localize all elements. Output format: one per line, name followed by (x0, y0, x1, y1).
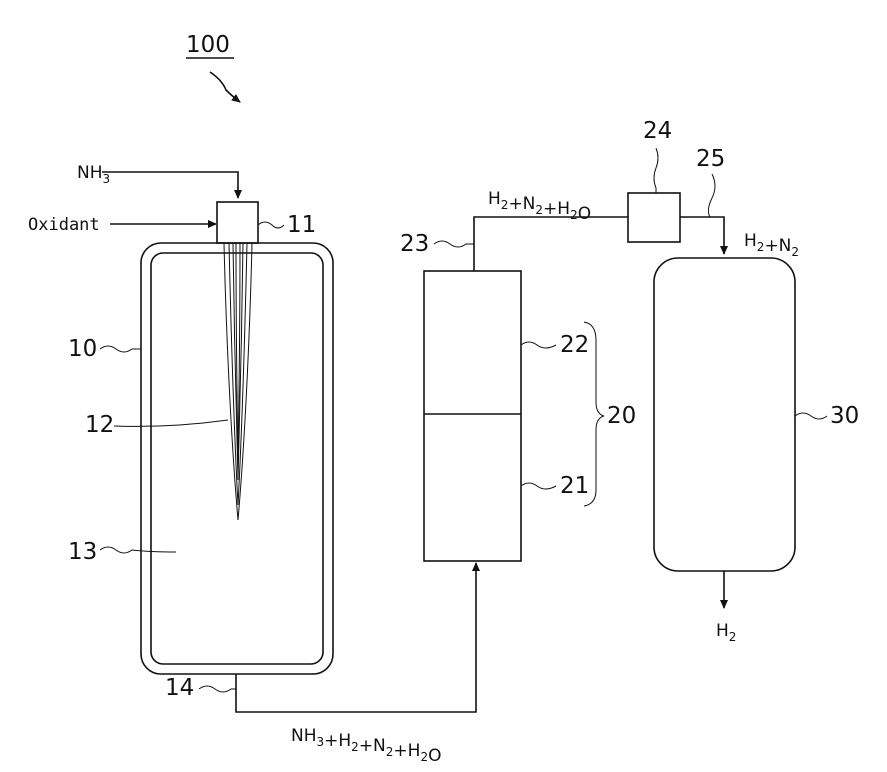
separator-upper-label: 22 (560, 332, 589, 358)
formula-part: +H (543, 199, 570, 219)
formula-part: +N (764, 236, 791, 256)
flame-leader (114, 420, 228, 426)
outlet-label: 14 (165, 675, 194, 701)
separator-upper-leader (521, 342, 556, 348)
chamber-leader (100, 547, 176, 553)
formula-subscript: 2 (501, 198, 509, 212)
valve-leader (654, 148, 658, 193)
separator-label: 20 (607, 403, 636, 429)
valve-label: 24 (643, 118, 672, 144)
formula-subscript: 2 (420, 750, 428, 764)
separator-outlet-label: 23 (400, 231, 429, 257)
formula-part: O (578, 204, 591, 224)
oxidant-inlet-label: Oxidant (28, 215, 100, 235)
line-leader (708, 174, 715, 217)
formula-part: +N (508, 194, 535, 214)
svg-text:H2: H2 (716, 621, 736, 644)
line-label: 25 (696, 146, 725, 172)
separator-outlet-stream-label: H2+N2+H2O (488, 189, 591, 224)
formula-subscript: 2 (729, 630, 737, 644)
formula-subscript: 2 (757, 240, 765, 254)
flame-label: 12 (85, 412, 114, 438)
system-pointer-arrow (210, 72, 240, 102)
formula-subscript: 2 (386, 745, 394, 759)
reactor-outlet-stream-label: NH3+H2+N2+H2O (291, 726, 441, 766)
tank-leader (795, 413, 827, 419)
outlet-leader (199, 686, 236, 692)
valve-to-tank-line (680, 217, 724, 254)
tank-inlet-stream-label: H2+N2 (744, 231, 799, 259)
separator-column (424, 271, 521, 561)
separator-lower-leader (521, 483, 556, 489)
formula-part: O (428, 746, 441, 766)
tank-label: 30 (830, 403, 859, 429)
formula-subscript: 3 (317, 735, 325, 749)
flame (224, 243, 252, 520)
reactor-leader (100, 346, 141, 352)
tank-outlet-stream-label: H2 (716, 621, 736, 644)
reactor-to-separator-line (236, 563, 476, 712)
separator-outlet-line (474, 217, 628, 271)
formula-part: H (488, 189, 501, 209)
formula-part: +N (359, 736, 386, 756)
formula-part: +H (324, 731, 351, 751)
separator-lower-label: 21 (560, 473, 589, 499)
system-label: 100 (186, 32, 230, 58)
formula-subscript: 2 (791, 245, 799, 259)
valve-box (628, 193, 680, 242)
svg-text:NH3+H2+N2+H2O: NH3+H2+N2+H2O (291, 726, 441, 766)
burner-leader (258, 222, 284, 228)
svg-text:H2+N2: H2+N2 (744, 231, 799, 259)
burner-box (217, 202, 258, 243)
formula-subscript: 2 (535, 203, 543, 217)
formula-part: NH (291, 726, 317, 746)
reactor-label: 10 (68, 336, 97, 362)
svg-text:NH3: NH3 (77, 163, 110, 186)
formula-part: H (716, 621, 729, 641)
chamber-label: 13 (68, 539, 97, 565)
separator-outlet-leader (434, 241, 474, 247)
ammonia-inlet-label: NH3 (77, 163, 110, 186)
svg-text:H2+N2+H2O: H2+N2+H2O (488, 189, 591, 224)
burner-label: 11 (287, 212, 316, 238)
formula-subscript: 2 (351, 740, 359, 754)
formula-part: H (744, 231, 757, 251)
ammonia-feed-line (102, 172, 238, 198)
formula-part: +H (393, 741, 420, 761)
formula-subscript: 2 (570, 208, 578, 222)
storage-tank (654, 258, 795, 571)
